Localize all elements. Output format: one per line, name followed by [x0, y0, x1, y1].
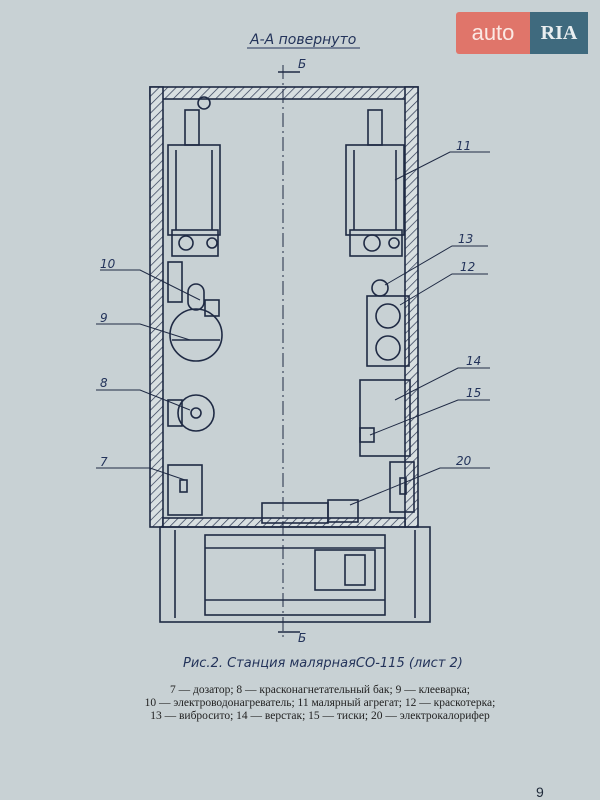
section-mark-top: Б — [298, 57, 306, 71]
callout-15: 15 — [466, 386, 481, 400]
callout-7: 7 — [100, 455, 108, 469]
glue-boiler — [169, 299, 223, 362]
section-mark-bottom: Б — [298, 631, 306, 645]
watermark-auto: auto — [456, 12, 530, 54]
painting-unit-right — [345, 109, 405, 257]
callout-11: 11 — [456, 139, 471, 153]
watermark-ria: RIA — [530, 12, 588, 54]
callout-8: 8 — [100, 376, 108, 390]
figure-legend: 7 — дозатор; 8 — красконагнетательный ба… — [60, 684, 580, 723]
callout-13: 13 — [458, 232, 473, 246]
paint-grinder — [366, 295, 410, 367]
water-heater — [167, 261, 183, 303]
paint-pressure-tank — [167, 394, 215, 432]
callout-20: 20 — [456, 454, 472, 468]
callout-14: 14 — [466, 354, 481, 368]
dispenser — [167, 464, 203, 516]
callout-10: 10 — [100, 257, 116, 271]
figure-caption: Рис.2. Станция малярнаяСО-115 (лист 2) — [183, 656, 463, 671]
legend-line: 13 — вибросито; 14 — верстак; 15 — тиски… — [150, 710, 490, 722]
vibrating-sieve — [371, 279, 389, 297]
workbench — [359, 379, 411, 457]
legend-line: 7 — дозатор; 8 — красконагнетательный ба… — [170, 684, 470, 696]
section-title: А-А повернуто — [249, 32, 356, 48]
leader-lines — [96, 151, 490, 506]
callout-12: 12 — [460, 260, 475, 274]
legend-line: 10 — электроводонагреватель; 11 малярный… — [144, 697, 496, 709]
page-number: 9 — [536, 784, 544, 800]
autoria-watermark: auto RIA — [456, 12, 588, 54]
vise — [359, 427, 375, 443]
lower-compartment — [159, 526, 431, 623]
callout-9: 9 — [100, 311, 108, 325]
electric-heater — [261, 461, 415, 524]
painting-unit-left — [167, 96, 221, 257]
